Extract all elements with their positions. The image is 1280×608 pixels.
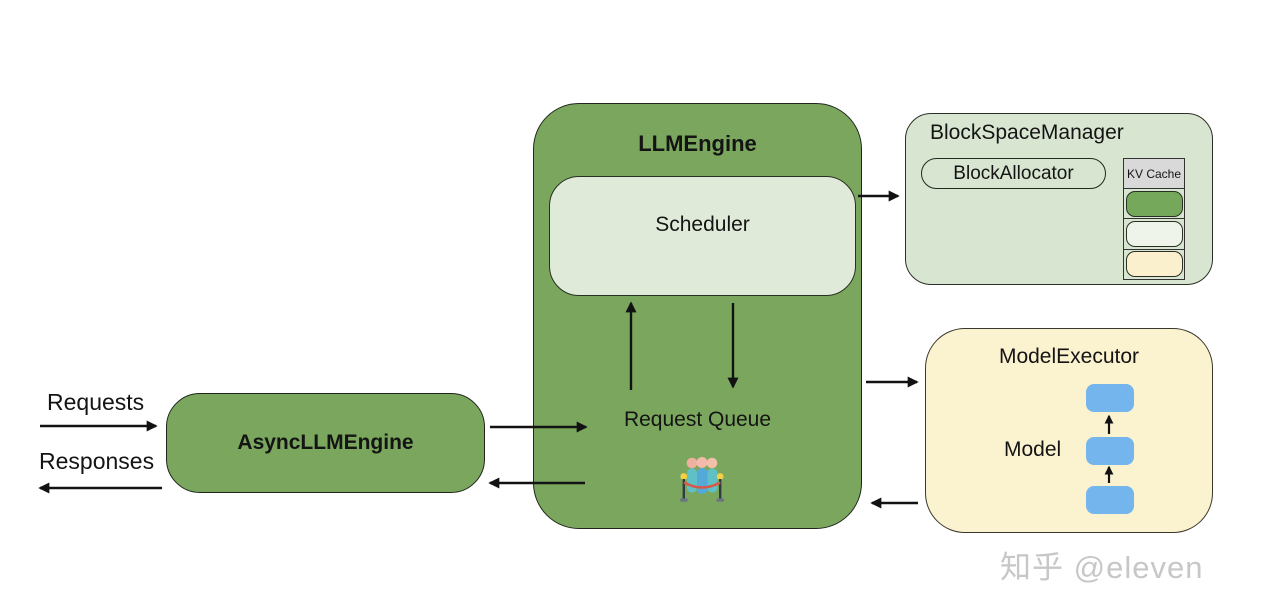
model-label: Model (1004, 438, 1062, 461)
model-layer-block (1086, 486, 1134, 514)
kv-cache-row (1124, 189, 1184, 220)
llm-engine-box: LLMEngine Scheduler Request Queue (533, 103, 862, 529)
model-layer-block (1086, 384, 1134, 412)
block-allocator-label: BlockAllocator (953, 162, 1074, 184)
async-llm-engine-title: AsyncLLMEngine (237, 431, 414, 454)
model-layer-block (1086, 437, 1134, 465)
kv-cache-row (1124, 250, 1184, 279)
requests-label: Requests (47, 389, 145, 415)
queue-people-icon (680, 457, 724, 502)
request-queue-label: Request Queue (623, 408, 772, 431)
block-space-manager-title: BlockSpaceManager (930, 121, 1124, 144)
kv-cache-block-reserved (1125, 251, 1183, 278)
model-executor-box: ModelExecutor Model (925, 328, 1213, 533)
scheduler-title: Scheduler (655, 213, 750, 236)
watermark: 知乎 @eleven (1000, 550, 1204, 585)
block-space-manager-box: BlockSpaceManager BlockAllocator KV Cach… (905, 113, 1213, 285)
kv-cache-block-free (1125, 220, 1183, 248)
llm-engine-title: LLMEngine (638, 131, 757, 156)
kv-cache-header: KV Cache (1124, 159, 1184, 189)
block-allocator-pill: BlockAllocator (921, 158, 1106, 189)
responses-label: Responses (39, 448, 155, 474)
model-executor-title: ModelExecutor (998, 345, 1140, 368)
kv-cache-row (1124, 219, 1184, 250)
scheduler-box: Scheduler (549, 176, 856, 296)
kv-cache-block-used (1125, 190, 1183, 217)
kv-cache-table: KV Cache (1123, 158, 1185, 280)
async-llm-engine-box: AsyncLLMEngine (166, 393, 485, 493)
